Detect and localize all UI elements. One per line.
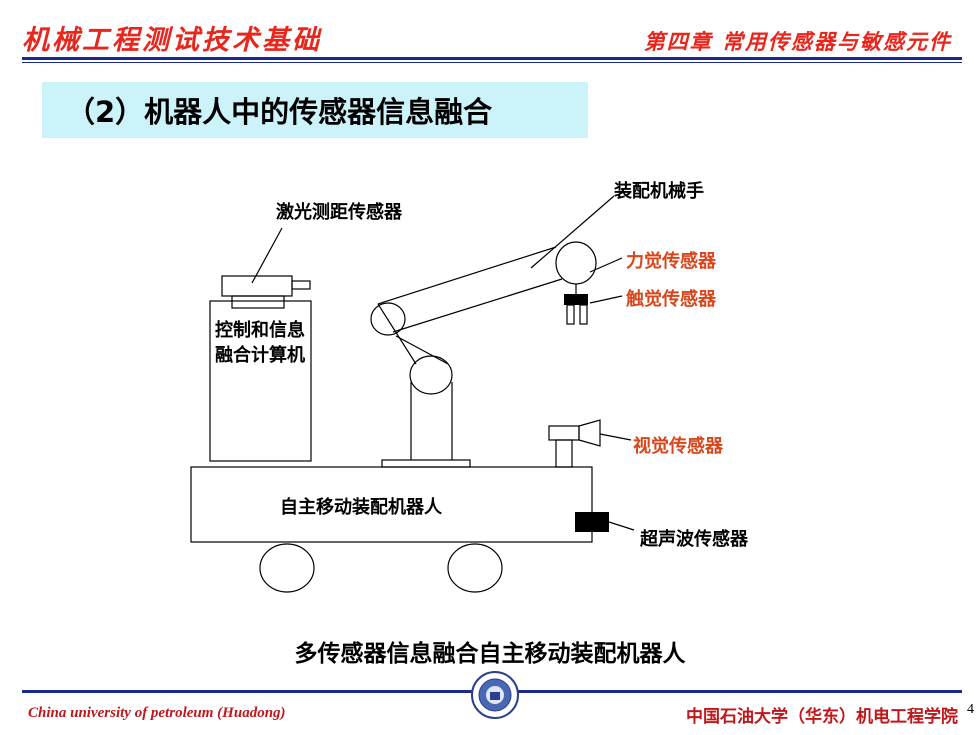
- vision-sensor-shape: [548, 425, 580, 441]
- course-title: 机械工程测试技术基础: [22, 25, 322, 56]
- arm-joint-wrist: [555, 241, 597, 285]
- laser-leader-line: [251, 227, 283, 284]
- laser-sensor-base: [231, 295, 285, 309]
- arm-joint-shoulder: [370, 302, 406, 336]
- header-rule: [22, 57, 962, 60]
- label-robot-body: 自主移动装配机器人: [280, 497, 442, 518]
- slide-title: （2）机器人中的传感器信息融合: [66, 95, 493, 129]
- label-assembly-arm: 装配机械手: [614, 181, 704, 202]
- vision-leader-line: [599, 433, 632, 441]
- label-laser-sensor: 激光测距传感器: [276, 202, 402, 223]
- wheel-right: [447, 543, 503, 593]
- arm-base-plate: [381, 459, 471, 468]
- force-sensor-block: [564, 294, 588, 305]
- university-seal-icon: [471, 671, 519, 719]
- arm-leader-line: [530, 195, 615, 269]
- laser-sensor-nozzle: [291, 280, 311, 290]
- ultrasonic-sensor-shape: [575, 512, 609, 532]
- chapter-title: 第四章 常用传感器与敏感元件: [643, 29, 952, 54]
- footer-school-cn: 中国石油大学（华东）机电工程学院: [686, 707, 958, 727]
- ultrasonic-leader-line: [608, 521, 635, 531]
- label-computer: 控制和信息融合计算机: [215, 320, 305, 366]
- computer-cabinet: [209, 300, 312, 462]
- arm-joint-elbow: [409, 355, 453, 395]
- wheel-left: [259, 543, 315, 593]
- page-number: 4: [967, 702, 974, 717]
- label-ultrasonic-sensor: 超声波传感器: [640, 529, 748, 550]
- label-force-sensor: 力觉传感器: [626, 251, 716, 272]
- label-tactile-sensor: 触觉传感器: [626, 289, 716, 310]
- slide-title-box: [42, 82, 588, 138]
- header-rule-thin: [22, 62, 962, 63]
- footer-university-en: China university of petroleum (Huadong): [28, 705, 286, 721]
- laser-sensor-shape: [221, 275, 293, 297]
- figure-caption: 多传感器信息融合自主移动装配机器人: [294, 641, 686, 667]
- label-vision-sensor: 视觉传感器: [633, 436, 723, 457]
